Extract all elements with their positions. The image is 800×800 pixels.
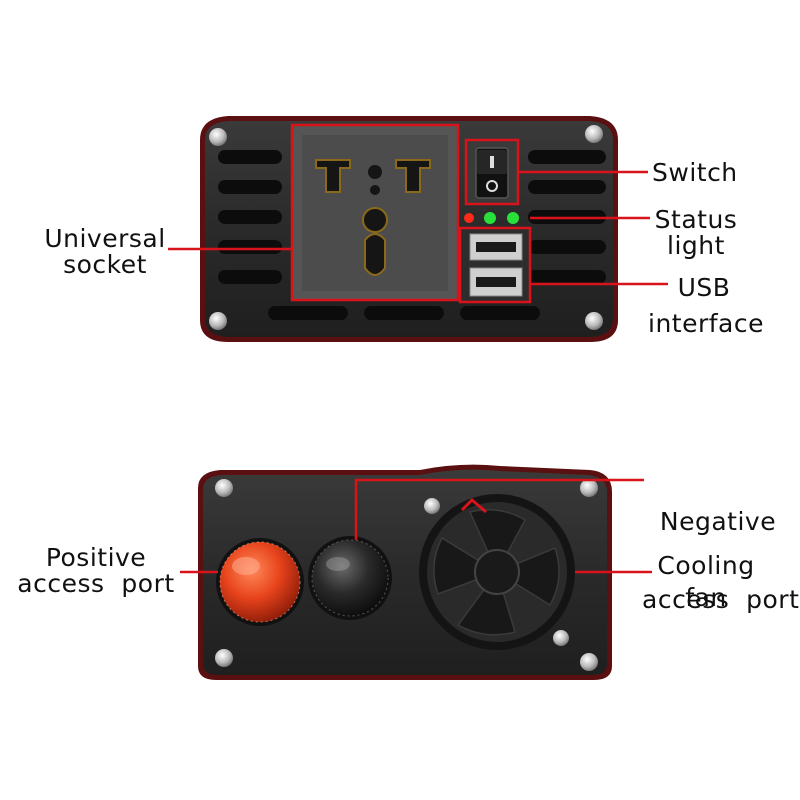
negative-access-port-label-line-1: Negative: [659, 507, 777, 536]
universal-socket: [290, 123, 460, 302]
status-led-green-2: [507, 212, 519, 224]
front-callout-lines: [168, 170, 668, 286]
cooling-fan-label-line-1: Cooling: [657, 551, 755, 580]
cooling-fan: [419, 494, 575, 650]
universal-socket-label: Universal socket: [36, 226, 174, 278]
positive-access-port-label-line-1: Positive: [45, 543, 147, 572]
usb-interface-label-line-2: interface: [648, 309, 764, 338]
switch-label: Switch: [652, 158, 738, 187]
status-light-label-line-1: Status: [654, 205, 738, 234]
cooling-fan-label: Cooling fan: [650, 550, 762, 614]
positive-terminal: [216, 538, 304, 626]
usb-interface-label: USB interface: [648, 270, 764, 342]
rocker-switch: [464, 138, 520, 206]
usb-interface-label-line-1: USB: [677, 273, 731, 302]
status-light-label: Status light: [648, 207, 744, 259]
cooling-fan-label-line-2: fan: [685, 583, 727, 612]
positive-access-port-label: Positive access port: [8, 545, 184, 597]
usb-ports: [458, 226, 532, 304]
rear-callout-lines: [180, 478, 652, 574]
status-lights: [464, 212, 519, 224]
negative-access-port-label-line-2: access port: [642, 585, 800, 614]
universal-socket-label-line-1: Universal: [44, 224, 166, 253]
vent-slots-bottom: [268, 306, 540, 320]
vent-slots-left: [218, 150, 282, 284]
universal-socket-label-line-2: socket: [63, 250, 147, 279]
negative-access-port-label: Negative access port: [642, 457, 800, 639]
screw-icons-rear: [215, 479, 598, 671]
screw-icons-front: [209, 125, 603, 330]
status-led-red: [464, 213, 474, 223]
negative-terminal: [308, 536, 392, 620]
status-light-label-line-2: light: [667, 231, 725, 260]
rear-panel: [180, 464, 652, 680]
positive-access-port-label-line-2: access port: [17, 569, 175, 598]
status-led-green-1: [484, 212, 496, 224]
front-panel: [168, 116, 668, 342]
vent-slots-right: [528, 150, 606, 284]
